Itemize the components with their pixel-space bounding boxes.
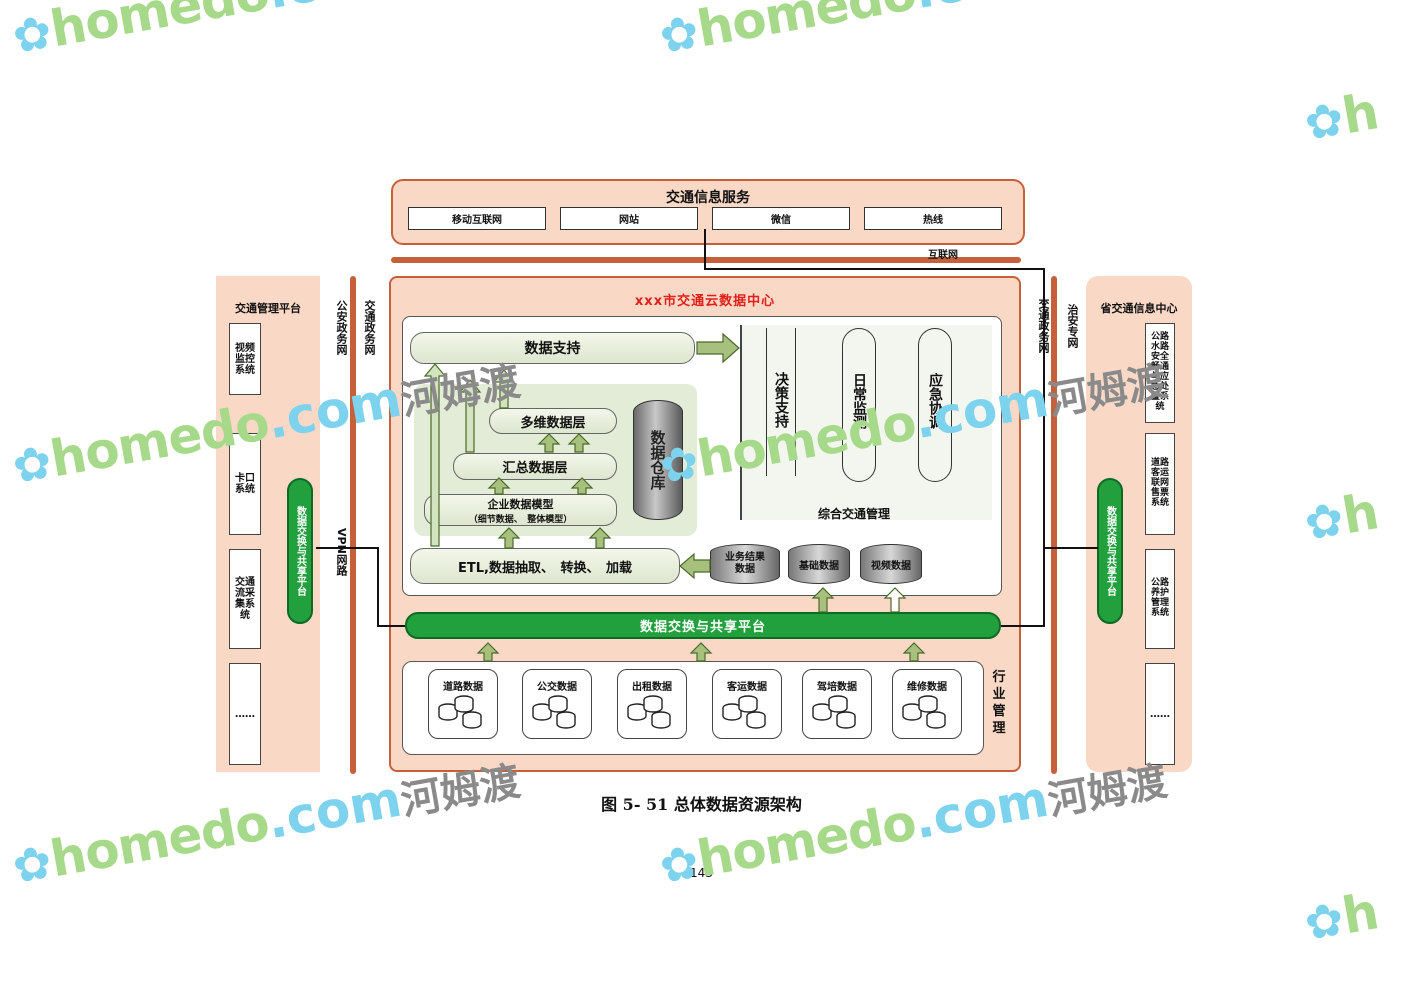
enterprise-model-label: 企业数据模型 bbox=[487, 497, 554, 511]
etl-process: ETL,数据抽取、 转换、 加载 bbox=[410, 548, 680, 584]
system-more-right: …… bbox=[1145, 663, 1175, 765]
system-video-monitoring: 视频监控系统 bbox=[229, 323, 261, 395]
vpn-label: VPN网路 bbox=[335, 528, 348, 576]
left-exchange-platform: 数据交换与共享平台 bbox=[287, 478, 313, 624]
summary-layer: 汇总数据层 bbox=[453, 453, 617, 480]
network-bar-right bbox=[1051, 276, 1057, 774]
enterprise-model-sub: （细节数据、 整体模型） bbox=[468, 514, 573, 525]
system-road-water-emergency: 公路水路安全畅通与应急处置系统 bbox=[1145, 323, 1175, 423]
system-road-maintenance: 公路养护管理系统 bbox=[1145, 549, 1175, 649]
traffic-management-panel: 交通管理平台 视频监控系统 卡口系统 交通流采集系统 …… 数据交换与共享平台 bbox=[216, 276, 320, 772]
channel-mobile: 移动互联网 bbox=[408, 207, 546, 230]
system-checkpoint: 卡口系统 bbox=[229, 433, 261, 535]
industry-data-area bbox=[402, 661, 984, 755]
network-bar-left bbox=[350, 276, 356, 774]
apps-caption: 综合交通管理 bbox=[818, 507, 891, 521]
db-video: 视频数据 bbox=[860, 544, 922, 584]
system-bus-ticketing: 道路客运联网售票系统 bbox=[1145, 433, 1175, 535]
connector-lines bbox=[316, 229, 1098, 627]
internet-label: 互联网 bbox=[928, 250, 958, 261]
system-more-left: …… bbox=[229, 663, 261, 765]
flow-arrows bbox=[423, 332, 926, 662]
multi-dimensional-layer: 多维数据层 bbox=[489, 408, 617, 434]
channel-hotline: 热线 bbox=[864, 207, 1002, 230]
page-number: 143 bbox=[690, 866, 713, 880]
public-order-network-label: 治安专网 bbox=[1066, 304, 1079, 348]
channel-wechat: 微信 bbox=[712, 207, 850, 230]
data-warehouse: 数据仓库 bbox=[633, 400, 683, 520]
province-center-panel: 省交通信息中心 数据交换与共享平台 公路水路安全畅通与应急处置系统 道路客运联网… bbox=[1086, 276, 1192, 772]
app-emergency-coordination: 应急协调 bbox=[918, 328, 952, 482]
right-panel-title: 省交通信息中心 bbox=[1100, 302, 1178, 315]
app-decision-support: 决策支持 bbox=[766, 328, 796, 476]
info-service-title: 交通信息服务 bbox=[666, 190, 750, 206]
system-traffic-flow: 交通流采集系统 bbox=[229, 549, 261, 649]
left-panel-title: 交通管理平台 bbox=[235, 302, 301, 315]
enterprise-data-model: 企业数据模型 （细节数据、 整体模型） bbox=[424, 494, 617, 526]
data-support: 数据支持 bbox=[410, 332, 695, 364]
db-business-results: 业务结果数据 bbox=[710, 544, 780, 584]
public-security-network-label: 公安政务网 bbox=[335, 300, 348, 355]
transport-network-left-label: 交通政务网 bbox=[363, 300, 376, 355]
channel-website: 网站 bbox=[560, 207, 698, 230]
info-service-panel: 交通信息服务 移动互联网 网站 微信 热线 bbox=[391, 179, 1025, 245]
db-basic: 基础数据 bbox=[788, 544, 850, 584]
cloud-center-title: xxx市交通云数据中心 bbox=[634, 294, 776, 309]
industry-management-label: 行业 管理 bbox=[992, 670, 1006, 736]
integrated-management-panel bbox=[740, 325, 992, 520]
center-exchange-platform: 数据交换与共享平台 bbox=[405, 612, 1001, 639]
right-exchange-platform: 数据交换与共享平台 bbox=[1097, 478, 1123, 624]
figure-caption: 图 5- 51 总体数据资源架构 bbox=[601, 795, 802, 814]
app-daily-monitoring: 日常监测 bbox=[842, 328, 876, 482]
database-icons bbox=[439, 696, 945, 728]
